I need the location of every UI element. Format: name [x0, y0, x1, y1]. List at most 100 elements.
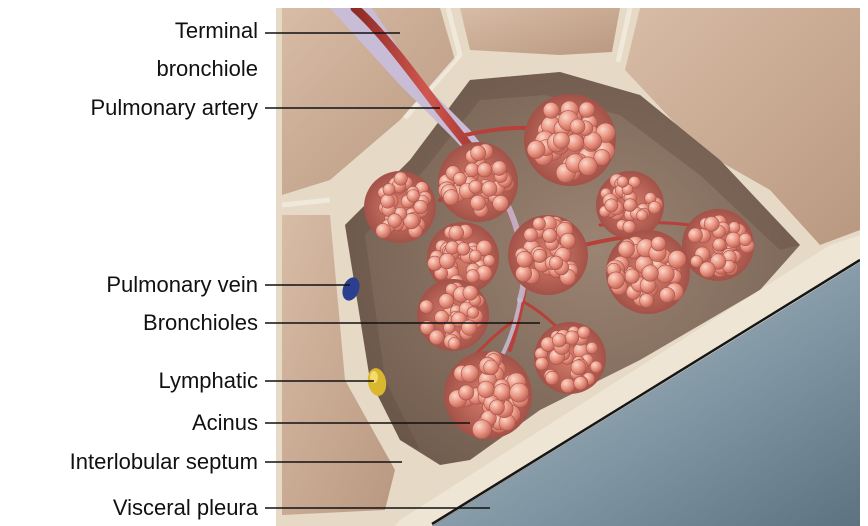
alveolus [618, 241, 634, 257]
label-pulmonary-vein: Pulmonary vein [106, 272, 258, 298]
alveolus [570, 119, 585, 134]
alveolus [466, 270, 479, 283]
alveolus [510, 383, 529, 402]
alveolus [472, 420, 491, 439]
alveolus [482, 181, 497, 196]
alveolus [457, 243, 470, 256]
alveolus [394, 172, 407, 185]
alveolus [493, 195, 509, 211]
alveolus [465, 163, 479, 177]
alveolus [660, 287, 675, 302]
label-acinus: Acinus [192, 410, 258, 436]
alveolus [688, 228, 703, 243]
alveolus [420, 300, 434, 314]
acinus-cluster [438, 142, 518, 222]
alveolus [700, 262, 716, 278]
alveolus [524, 228, 538, 242]
alveolus [668, 250, 686, 268]
acinus-cluster [682, 209, 754, 281]
alveolus [571, 360, 586, 375]
alveolus [552, 333, 566, 347]
alveolus [625, 269, 640, 284]
alveolus [448, 338, 460, 350]
alveolus [461, 365, 479, 383]
alveolus [383, 184, 395, 196]
acinus-cluster [524, 94, 616, 186]
alveolus [516, 266, 532, 282]
acinus-cluster [417, 279, 489, 351]
alveolus [728, 222, 740, 234]
label-terminal-bronchiole-line2: bronchiole [156, 56, 258, 82]
alveolus [414, 200, 428, 214]
alveolus [579, 102, 595, 118]
alveolus [443, 190, 459, 206]
alveolus [429, 330, 444, 345]
alveolus [527, 141, 545, 159]
alveolus [469, 250, 481, 262]
alveolus [561, 378, 576, 393]
alveolus [704, 216, 719, 231]
alveolus [381, 194, 395, 208]
acinus-cluster [606, 230, 690, 314]
alveolus [490, 400, 505, 415]
alveolus [640, 294, 654, 308]
alveolus [565, 331, 579, 345]
acinus-cluster [444, 351, 532, 439]
acinus-cluster [364, 171, 436, 243]
alveolus [535, 357, 548, 370]
label-terminal-bronchiole: Terminal bronchiole [156, 18, 258, 82]
alveolus [545, 371, 559, 385]
alveolus [713, 238, 726, 251]
alveolus [574, 376, 588, 390]
alveolus [586, 342, 598, 354]
alveolus [637, 210, 648, 221]
alveolus [549, 256, 563, 270]
acinus-cluster [534, 322, 606, 394]
alveolus [623, 221, 636, 234]
alveolus [553, 132, 569, 148]
alveolus [484, 360, 499, 375]
alveolus [579, 157, 598, 176]
alveolus [439, 294, 454, 309]
alveolus [483, 255, 495, 267]
alveolus [648, 201, 661, 214]
alveolus [624, 199, 637, 212]
alveolus [608, 272, 625, 289]
alveolus [492, 161, 507, 176]
label-lymphatic: Lymphatic [159, 368, 258, 394]
alveolus [516, 251, 532, 267]
label-visceral-pleura: Visceral pleura [113, 495, 258, 521]
alveolus [440, 253, 456, 269]
alveolus [617, 176, 628, 187]
alveolus [459, 385, 474, 400]
alveolus [467, 307, 479, 319]
alveolus [543, 102, 559, 118]
alveolus [590, 361, 602, 373]
alveolus [560, 233, 575, 248]
alveolus [376, 223, 391, 238]
alveolus [407, 190, 420, 203]
alveolus [533, 217, 546, 230]
alveolus [469, 180, 482, 193]
alveolus [463, 285, 478, 300]
alveolus [578, 326, 591, 339]
acinus-cluster [596, 171, 664, 239]
alveolus [543, 229, 557, 243]
acinus-cluster [508, 215, 588, 295]
alveolus [470, 195, 485, 210]
alveolus [605, 199, 618, 212]
label-terminal-bronchiole-line1: Terminal [156, 18, 258, 44]
alveolus [449, 226, 464, 241]
alveolus [478, 381, 495, 398]
alveolus [478, 163, 492, 177]
label-interlobular-septum: Interlobular septum [70, 449, 258, 475]
alveolus [471, 145, 486, 160]
alveolus [651, 236, 666, 251]
lobule-tissue-top [460, 8, 620, 55]
alveolus [388, 214, 402, 228]
label-pulmonary-artery: Pulmonary artery [90, 95, 258, 121]
label-bronchioles: Bronchioles [143, 310, 258, 336]
alveolus [533, 249, 546, 262]
alveolus [739, 233, 752, 246]
